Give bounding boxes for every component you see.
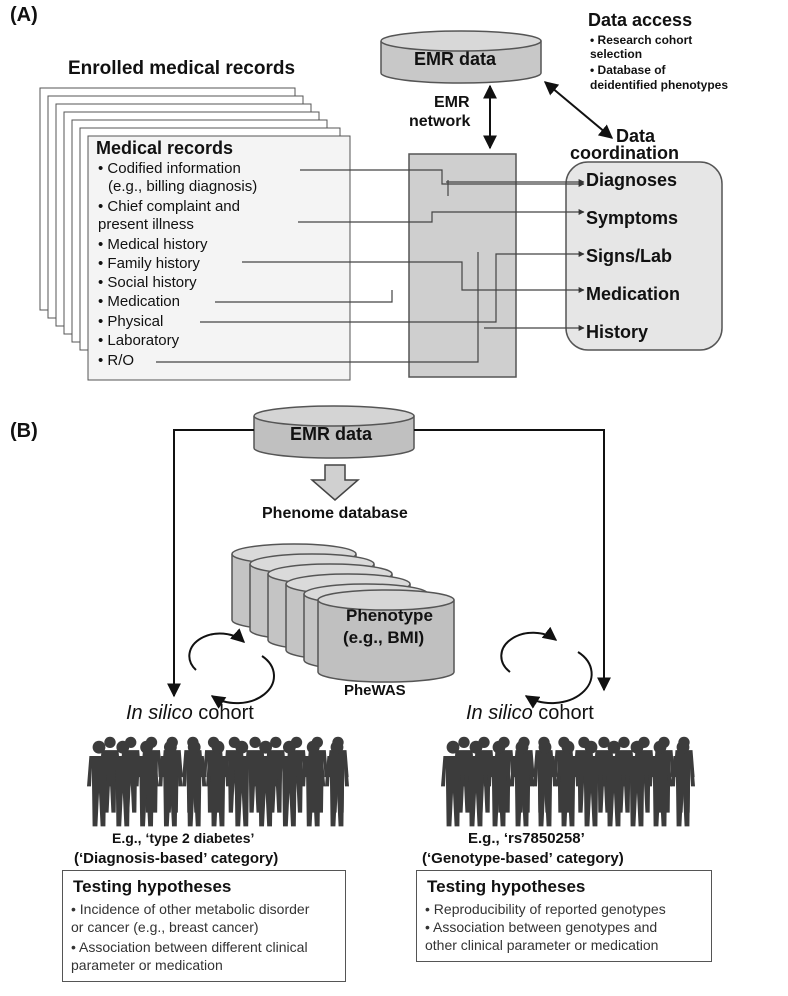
left-hypothesis-item: • Association between different clinical — [71, 939, 308, 955]
record-item: • Codified information — [98, 160, 241, 177]
category-medication: Medication — [586, 284, 681, 304]
category-symptoms: Symptoms — [586, 208, 679, 228]
data-access-item: • Research cohort — [590, 33, 693, 47]
down-block-arrow — [309, 464, 361, 501]
emr-network-label-line2: network — [409, 113, 471, 130]
right-cohort-example: E.g., ‘rs7850258’ — [468, 830, 585, 847]
right-cohort-title-italic: In silico — [466, 702, 533, 724]
left-cohort-title-italic: In silico — [126, 702, 193, 724]
emr-data-label-b: EMR data — [290, 424, 373, 444]
record-item: • Laboratory — [98, 332, 180, 349]
phenotype-label-line1: Phenotype — [346, 606, 433, 625]
left-hypothesis-item: or cancer (e.g., breast cancer) — [71, 919, 259, 935]
emr-data-cylinder-a — [380, 30, 542, 84]
right-cohort-crowd — [441, 736, 695, 827]
record-item: • Social history — [98, 274, 197, 291]
emr-data-label-a: EMR data — [414, 49, 497, 69]
data-access-item: deidentified phenotypes — [590, 78, 729, 92]
left-hypotheses-title: Testing hypotheses — [73, 877, 232, 896]
right-hypotheses-box: Testing hypotheses • Reproducibility of … — [416, 870, 712, 962]
data-access-title: Data access — [588, 10, 693, 30]
category-diagnoses: Diagnoses — [586, 170, 678, 190]
left-cohort-arrow — [167, 429, 254, 698]
data-coordination-label-line2: coordination — [570, 143, 679, 163]
categories-box — [565, 161, 723, 351]
left-cohort-title: In silico cohort — [126, 702, 254, 725]
right-hypothesis-item: • Association between genotypes and — [425, 919, 658, 935]
right-cohort-title-rest: cohort — [532, 702, 594, 724]
panel-a-label: (A) — [10, 4, 38, 26]
right-cohort-category: (‘Genotype-based’ category) — [422, 850, 624, 867]
left-hypothesis-item: • Incidence of other metabolic disorder — [71, 901, 310, 917]
right-hypotheses-title: Testing hypotheses — [427, 877, 586, 896]
record-item: • R/O — [98, 352, 135, 369]
right-cycle-arrows — [500, 626, 593, 709]
left-cohort-example: E.g., ‘type 2 diabetes’ — [112, 830, 255, 846]
data-access-item: • Database of — [590, 63, 666, 77]
left-hypothesis-item: parameter or medication — [71, 957, 223, 973]
phenotype-label-line2: (e.g., BMI) — [343, 628, 425, 647]
medical-records-title: Medical records — [96, 138, 234, 158]
phenome-database-label: Phenome database — [262, 505, 408, 522]
emr-data-cylinder-b — [253, 405, 415, 459]
stacked-record-pages — [39, 87, 351, 381]
medical-records-page — [87, 135, 351, 381]
record-item: • Medical history — [98, 236, 208, 253]
data-coordination-label-line1: Data — [616, 126, 656, 146]
left-cohort-category: (‘Diagnosis-based’ category) — [74, 850, 279, 867]
data-access-arrow — [543, 81, 614, 139]
left-hypotheses-box: Testing hypotheses • Incidence of other … — [62, 870, 346, 982]
emr-network-label-line1: EMR — [434, 94, 470, 111]
left-cohort-crowd — [87, 736, 349, 827]
record-item: (e.g., billing diagnosis) — [108, 178, 258, 195]
phenome-cylinders — [231, 543, 455, 683]
data-access-item: selection — [590, 47, 643, 61]
right-hypothesis-item: • Reproducibility of reported genotypes — [425, 901, 666, 917]
left-cohort-title-rest: cohort — [192, 702, 254, 724]
record-item: • Physical — [98, 313, 164, 330]
routing-lines — [156, 169, 585, 363]
panel-b-label: (B) — [10, 420, 38, 442]
category-history: History — [586, 322, 649, 342]
enrolled-records-title: Enrolled medical records — [68, 58, 296, 79]
record-item: • Family history — [98, 255, 200, 272]
right-cohort-title: In silico cohort — [466, 702, 594, 725]
record-item: • Chief complaint and — [98, 198, 240, 215]
right-cohort-arrow — [414, 429, 611, 692]
right-hypothesis-item: other clinical parameter or medication — [425, 937, 659, 953]
category-signs-lab: Signs/Lab — [586, 246, 673, 266]
record-item: present illness — [98, 216, 194, 233]
left-cycle-arrows — [188, 628, 275, 709]
record-item: • Medication — [98, 293, 180, 310]
phewas-label: PheWAS — [344, 682, 406, 699]
